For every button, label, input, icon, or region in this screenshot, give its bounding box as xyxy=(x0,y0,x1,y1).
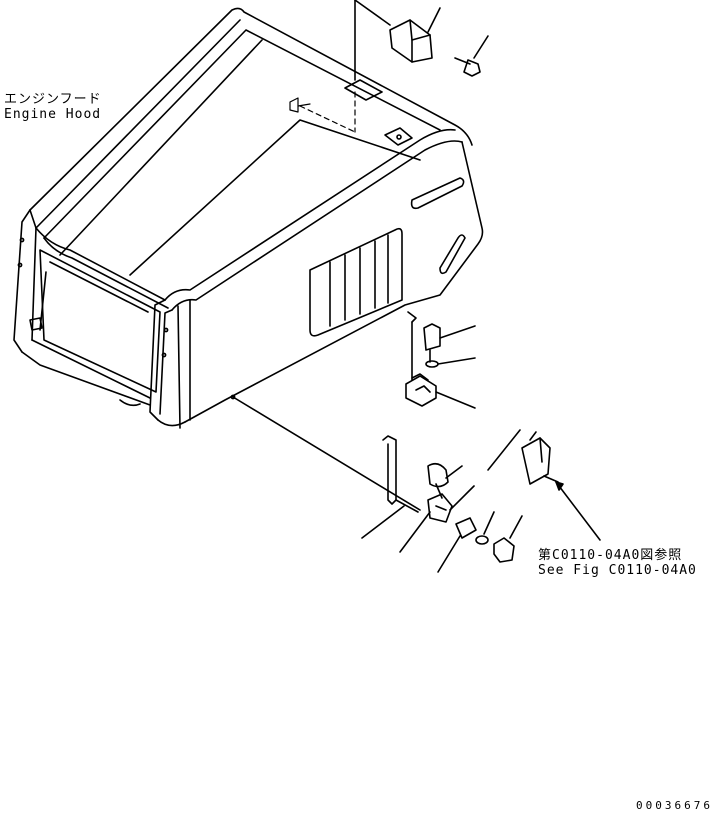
top-bracket-assembly xyxy=(354,0,489,81)
drawing-number: 00036676 xyxy=(636,799,713,812)
side-mount-assembly xyxy=(405,321,476,409)
hidden-view-arrow xyxy=(289,91,356,133)
reference-label-jp: 第C0110-04A0図参照 xyxy=(538,548,683,563)
engine-hood-label-jp: エンジンフード xyxy=(4,92,102,107)
engine-hood-label: エンジンフード Engine Hood xyxy=(4,92,102,122)
latch-rod-assembly xyxy=(232,396,523,573)
reference-label-en: See Fig C0110-04A0 xyxy=(538,563,697,578)
stay-bracket xyxy=(487,429,601,541)
engine-hood-label-en: Engine Hood xyxy=(4,107,102,122)
reference-label: 第C0110-04A0図参照 See Fig C0110-04A0 xyxy=(538,548,697,578)
engine-hood xyxy=(13,7,484,429)
